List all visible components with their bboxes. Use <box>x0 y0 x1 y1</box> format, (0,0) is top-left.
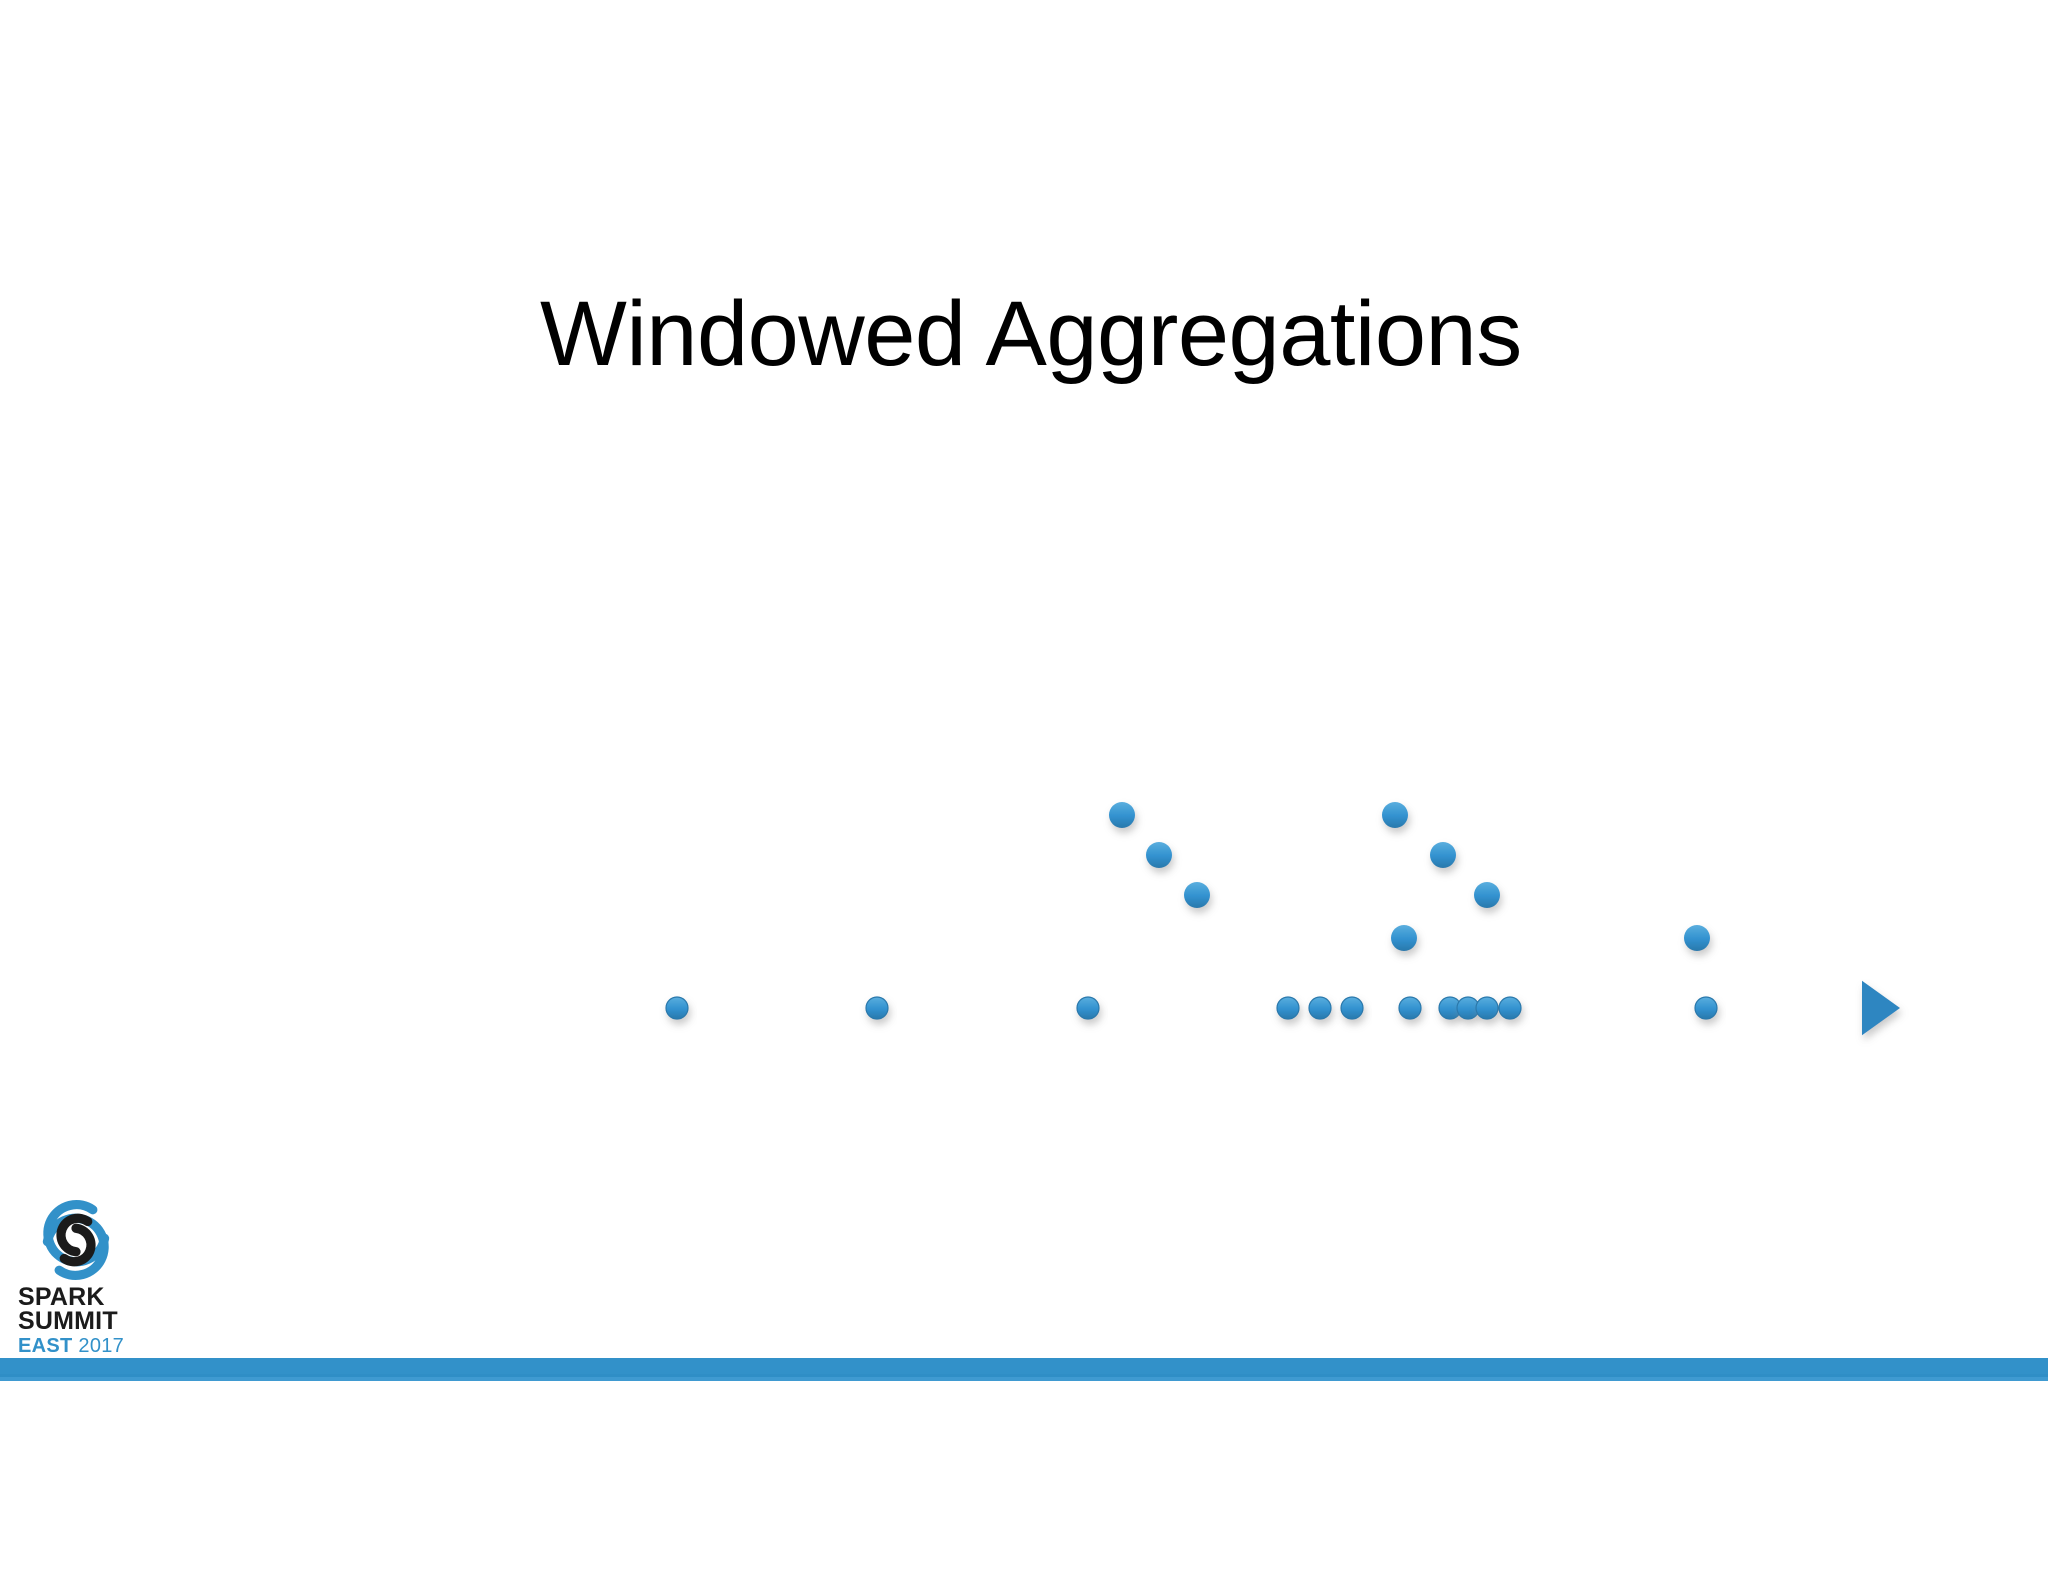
time-axis-arrowhead <box>1862 980 1900 1036</box>
logo-wordmark: SPARK SUMMIT EAST 2017 <box>18 1283 136 1358</box>
logo-line-spark: SPARK <box>18 1283 105 1311</box>
window-1-start-dot <box>1109 802 1135 828</box>
timeline-chart <box>508 802 1900 1036</box>
event-dot <box>1276 996 1300 1020</box>
window-1-end-dot <box>1382 802 1408 828</box>
window-4 <box>1391 925 1710 951</box>
logo-line-east-year: EAST 2017 <box>18 1335 136 1358</box>
time-axis-group <box>508 980 1900 1036</box>
event-dot <box>665 996 689 1020</box>
event-dot <box>1498 996 1522 1020</box>
footer-accent-bar <box>0 1358 2048 1374</box>
event-dot <box>865 996 889 1020</box>
window-3 <box>1184 882 1500 908</box>
window-bars-group <box>1109 802 1710 951</box>
footer-accent-bar-thin <box>0 1377 2048 1381</box>
event-dot <box>1308 996 1332 1020</box>
event-dot <box>1398 996 1422 1020</box>
event-dots-group <box>665 996 1718 1020</box>
event-dot <box>1694 996 1718 1020</box>
spark-summit-logo: SPARK SUMMIT EAST 2017 <box>16 1196 136 1357</box>
page-title: Windowed Aggregations <box>540 283 1522 385</box>
window-3-start-dot <box>1184 882 1210 908</box>
window-2 <box>1146 842 1456 868</box>
window-3-end-dot <box>1474 882 1500 908</box>
event-dot <box>1076 996 1100 1020</box>
event-dot <box>1475 996 1499 1020</box>
logo-line-summit: SUMMIT <box>18 1306 118 1335</box>
window-2-start-dot <box>1146 842 1172 868</box>
windowed-aggregation-diagram <box>508 802 1900 1036</box>
logo-year-value: 2017 <box>78 1335 125 1357</box>
window-1 <box>1109 802 1408 828</box>
window-4-end-dot <box>1684 925 1710 951</box>
logo-east: EAST <box>18 1335 73 1357</box>
window-4-start-dot <box>1391 925 1417 951</box>
spark-spiral-icon <box>34 1196 118 1284</box>
window-2-end-dot <box>1430 842 1456 868</box>
event-dot <box>1340 996 1364 1020</box>
